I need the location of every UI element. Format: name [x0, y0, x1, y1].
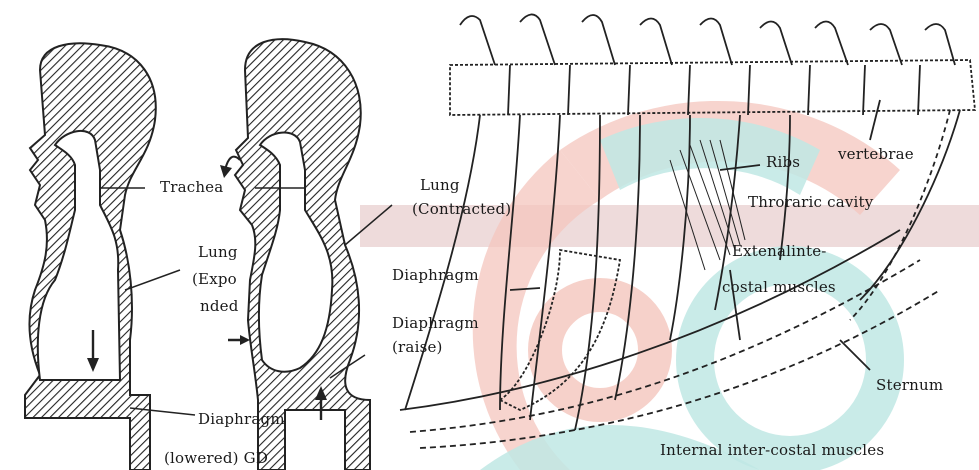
label-diaphragm-lowered: (lowered) GD [164, 451, 268, 466]
label-trachea: Trachea [160, 180, 223, 195]
leader-diaphragm-mid [510, 288, 540, 290]
figure-contracted [220, 39, 392, 470]
label-external-2: costal muscles [722, 280, 836, 295]
vertebral-column [450, 60, 975, 115]
rib-arc-lower-2 [420, 290, 940, 448]
diaphragm-shape [500, 250, 620, 410]
label-sternum: Sternum [876, 378, 943, 393]
vertebra-divisions [508, 65, 920, 115]
label-lung-expanded-3: nded [200, 299, 239, 314]
label-external-1: Extenalinte- [732, 244, 827, 259]
leader-lung-contracted [345, 205, 392, 245]
arrow-exhale-head [220, 165, 232, 178]
label-diaphragm-mid: Diaphragm [392, 268, 479, 283]
leader-vertebrae [870, 100, 880, 140]
label-vertebrae: vertebrae [838, 147, 914, 162]
label-lung-expanded-1: Lung [198, 245, 238, 260]
vertebra-processes [460, 14, 955, 65]
label-diaphragm-raise-1: Diaphragm [392, 316, 479, 331]
label-lung-contracted-1: Lung [420, 178, 460, 193]
label-diaphragm-raise-2: (raise) [392, 340, 443, 355]
label-diaphragm-left: Diaphragm [198, 412, 285, 427]
leader-sternum [840, 340, 870, 370]
arrow-side-head [240, 335, 250, 345]
leader-lung-expanded [125, 270, 180, 290]
label-internal: Internal inter-costal muscles [660, 443, 884, 458]
label-lung-contracted-2: (Contracted) [412, 202, 511, 217]
rib-arc-lower-1 [410, 260, 920, 432]
label-lung-expanded-2: (Expo [192, 272, 237, 287]
figure-expanded [25, 43, 195, 470]
label-ribs: Ribs [766, 155, 800, 170]
label-thoracic-cavity: Throraric cavity [748, 195, 873, 210]
